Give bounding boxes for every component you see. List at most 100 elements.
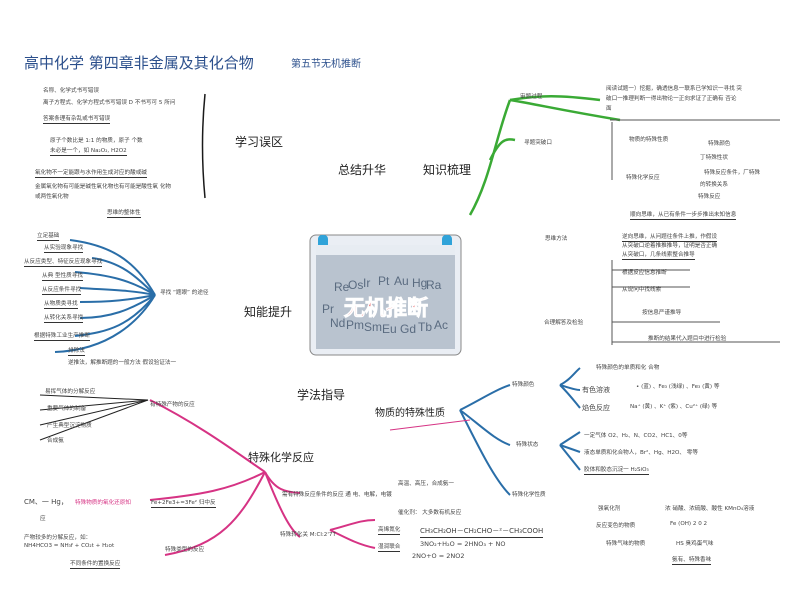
ability-branch: 从典 型性质寻找 (42, 271, 83, 281)
tile-letter: Gd (400, 322, 416, 336)
properties-liquid: 液态单质和化合物人，Br²、Hg、H2O、 零等 (584, 448, 698, 456)
ability-elim1: 排除法 (68, 346, 85, 356)
tile-letter: Au (394, 274, 409, 288)
properties-strong-ox: 强氧化剂 (598, 504, 620, 512)
properties-state: 特殊状态 (516, 440, 538, 448)
label-wet: 湿润联合 (378, 542, 400, 552)
properties-smell-rx-ex: HS 臭鸡蛋气味 (676, 539, 714, 547)
knowledge-breakthrough: 寻题突破口 (524, 138, 552, 146)
knowledge-read: 阅读试题一）挖掘，确透信息一联系已学知识一寻找 突 (606, 84, 742, 92)
special-catalyst: 催化剂： 大多数有机反应 (398, 508, 461, 516)
properties-smell-rx: 特殊气味的物质 (606, 539, 645, 547)
knowledge-from-back: 从说问中找线索 (622, 285, 661, 293)
knowledge-read: 破口一推理判断一得出物论一正向求证了正确有 否论 (606, 94, 736, 102)
study-item: 名称、化学式书写错误 (43, 86, 99, 94)
label-ability: 知能提升 (244, 303, 292, 320)
properties-chem: 特殊化学性质 (512, 490, 546, 498)
knowledge-reverse3: 从突破口，几条线索整合推导 (622, 250, 695, 260)
product-label: 有特殊产物的反应 (150, 400, 195, 408)
ability-header: 思维的整体性 (107, 208, 141, 218)
ability-elim2: 逆推法 (68, 360, 85, 366)
knowledge-chem-prop: 特殊化学反应 (626, 173, 660, 181)
properties-etc: 氨有、特殊香味 (672, 555, 711, 565)
special-eq2: 3NO₂+H₂O = 2HNO₃ + NO (420, 540, 506, 548)
knowledge-analysis: 审题过程 (520, 92, 542, 100)
special-high-temp: 高温、高压，合成氨一 (398, 479, 454, 487)
tile-letter: Eu (382, 322, 397, 336)
special-title: 特殊化学反应 (248, 449, 314, 465)
study-item: 未必是一个，如 Na₂O₂, H2O2 (50, 146, 127, 156)
properties-color-ref: 特殊颜色的单质和化 合物 (596, 363, 659, 371)
study-item: 或两性氧化物 (35, 192, 69, 200)
ability-elim2-note: ，解推断题的一般方法 假设验证法一 (85, 360, 176, 366)
knowledge-spec-rel: 的转换关系 (700, 180, 728, 188)
tile-letter: Tb (418, 320, 432, 334)
tile-letter: Os (348, 278, 363, 292)
special-formula2b: 应 (40, 514, 46, 522)
special-formula3: 产物较多的分解反应，如： (24, 533, 91, 541)
ability-branch: 从物质类寻找 (44, 299, 78, 309)
study-item: 答案条理有杂乱或书写错误 (43, 114, 110, 124)
knowledge-standard: 按信息严谨推导 (642, 308, 681, 316)
knowledge-substitute: 推断的结果代入题目中进行检验 (648, 334, 726, 342)
knowledge-spec-state: 丁特殊性状 (700, 153, 728, 161)
ability-branch: 从反应类型、特征反应现象寻找 (24, 257, 102, 267)
properties-color: 特殊颜色 (512, 380, 534, 388)
properties-color-rx-ex: Fe (OH) 2 0 2 (670, 521, 707, 527)
ability-branch: 从实验现象寻找 (44, 243, 83, 253)
tile-letter: Ac (434, 318, 448, 332)
knowledge-methods: 思维方法 (545, 234, 567, 242)
label-study: 学习误区 (235, 133, 283, 150)
special-eq3: 2NO+O = 2NO2 (412, 552, 465, 560)
special-formula5: 不同条件的置换反应 (70, 559, 120, 569)
tile-letter: Sm (364, 320, 382, 334)
study-item: 氧化物不一定能跟与水作用生成对应的酸或碱 (35, 168, 147, 178)
special-transform: 特殊转化关 M:Cl:2'7T (280, 530, 336, 538)
ability-root: 立足基础 (37, 231, 59, 241)
special-eq1: CH₃CH₂OH－CH₂CHO－²－CH₃COOH (420, 526, 543, 538)
label-knowledge: 知识梳理 (423, 161, 471, 178)
knowledge-forward: 顺向思维，从已有条件一步步推出未知信息 (630, 210, 736, 220)
center-image-text: 无机推断 (344, 296, 428, 320)
knowledge-spec-color: 特殊颜色 (708, 139, 730, 147)
properties-title: 物质的特殊性质 (375, 404, 445, 419)
properties-color-rx: 反应变色的物质 (596, 521, 635, 529)
properties-strong-ox-ex: 浓 硝酸、浓硫酸、酸性 KMnO₄溶液 (665, 504, 754, 512)
special-formula4: NH4HCO3 = NH₃f + CO₂t + H₂ot (24, 543, 114, 549)
product-item: 重要气体的制备 (47, 404, 86, 412)
knowledge-read: 面 (606, 104, 612, 112)
study-item: 原子个数比是 1:1 的物质，原子 个数 (50, 136, 143, 144)
product-item: 合成氨 (47, 436, 64, 444)
tile-letter: Ra (426, 278, 442, 292)
special-formula2: Fe+2Fe3+=3Fe² 归中反 (151, 498, 216, 508)
ability-branch: 根据特殊工业生产推断 (34, 331, 90, 341)
properties-flame-ions: Na⁺ (黄) 、K⁺ (紫) 、Cu²⁺ (绿) 等 (630, 402, 740, 410)
special-formula1b: 特殊物质的氧化还原知 (75, 498, 131, 506)
tile-letter: Ir (363, 276, 370, 290)
knowledge-reasoning: 根据反应信息推断 (622, 268, 667, 276)
ability-branch: 从反应条件寻找 (42, 285, 81, 295)
knowledge-answer-check: 合理解答及检验 (544, 318, 583, 326)
ability-branch: 从转化关系寻找 (44, 313, 83, 323)
special-condition: 需有特殊反应条件的反应 通 电、电解，电镀 (282, 490, 392, 498)
tile-letter: Pm (346, 318, 364, 332)
tile-letter: Pr (322, 302, 334, 316)
properties-solid: 胶体和胶态沉淀一 H₂SiO₃ (584, 465, 649, 475)
study-item: 离子方程式、化学方程式书写错误 D 不书写可 5 所问 (43, 98, 175, 106)
label-summary: 总结升华 (338, 161, 386, 178)
product-item: 产生典型沉淀物质 (47, 421, 92, 429)
center-graphic: Re Os Ir Pt Au Hg Nd Pm Sm Eu Gd Tb Ra A… (308, 229, 463, 357)
tile-letter: Pt (378, 274, 390, 288)
special-formula1: CM、一 Hg， (24, 497, 68, 507)
knowledge-reverse2: 从突破口逆着推推推导，证明是否正确 (622, 241, 717, 249)
knowledge-spec-rxn: 特殊反应 (698, 192, 720, 200)
label-method: 学法指导 (297, 386, 345, 403)
properties-colored-ions: • (蓝) 、Fe₃ (浅绿) 、Fe₃ (黄) 等 (636, 382, 746, 390)
properties-flame: 焰色反应 (582, 403, 610, 413)
label-nitrify: 高烯氮化 (378, 525, 400, 535)
product-item: 易挥气体的分解反应 (45, 387, 95, 395)
knowledge-spec-cond: 特殊反应条件，厂特殊 (704, 168, 760, 176)
special-type: 特殊类型的反应 (165, 545, 204, 553)
properties-gas: 一定气体 O2、H₂、N、CO2、HC1、0等 (584, 431, 687, 439)
study-item: 金属氧化物有可能是碱性氧化物也有可能是酸性氧 化物 (35, 182, 171, 190)
